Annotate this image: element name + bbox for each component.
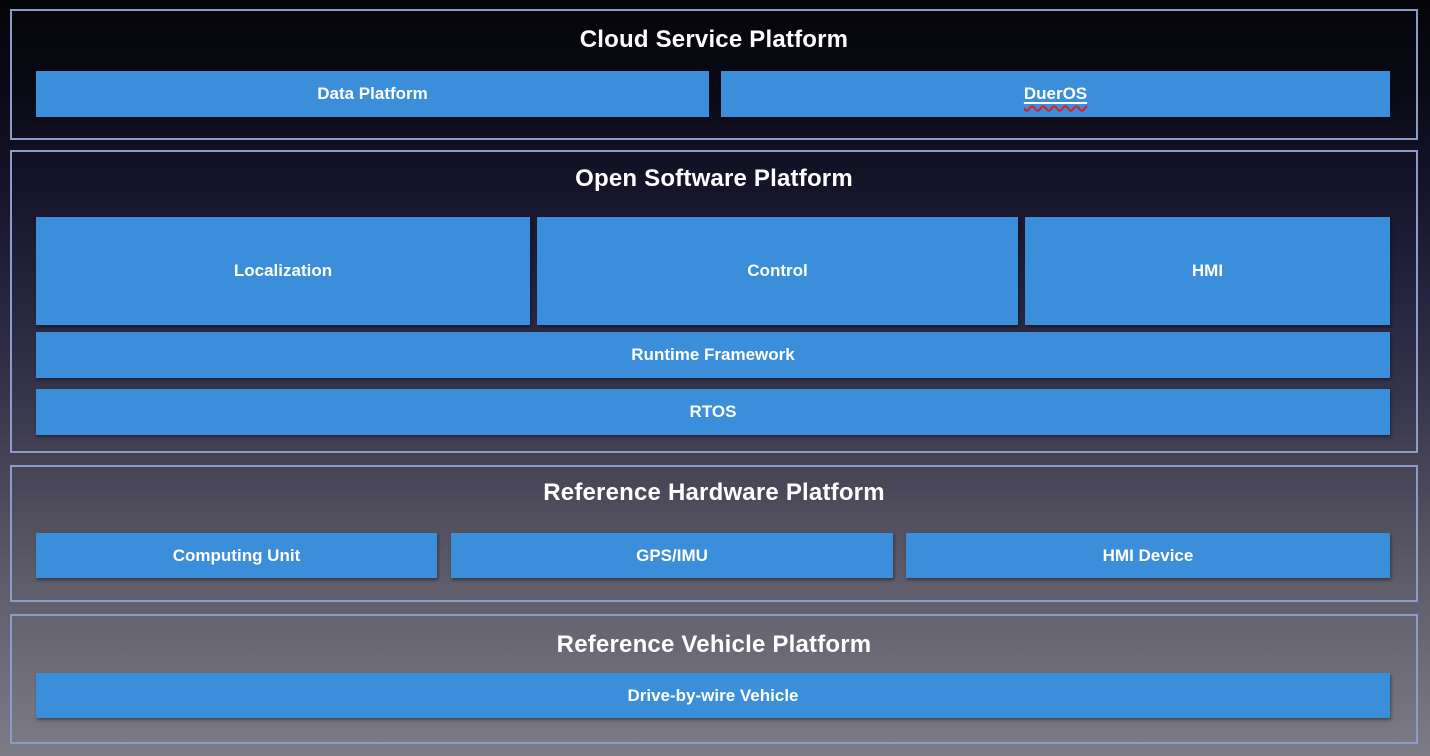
section-title-cloud-service-platform: Cloud Service Platform — [579, 26, 849, 53]
box-label-drive-by-wire-vehicle: Drive-by-wire Vehicle — [627, 685, 799, 705]
box-dueros: DuerOS — [721, 71, 1390, 117]
section-title-reference-hardware-platform: Reference Hardware Platform — [543, 479, 885, 506]
box-label-runtime-framework: Runtime Framework — [631, 345, 795, 364]
box-hmi-device: HMI Device — [906, 533, 1390, 578]
box-runtime-framework: Runtime Framework — [36, 332, 1390, 378]
box-label-rtos: RTOS — [689, 402, 737, 421]
box-label-gps-imu: GPS/IMU — [636, 545, 708, 565]
box-control: Control — [537, 217, 1018, 325]
section-title-open-software-platform: Open Software Platform — [575, 165, 853, 192]
box-rtos: RTOS — [36, 389, 1390, 435]
box-label-hmi: HMI — [1191, 261, 1224, 280]
box-hmi: HMI — [1025, 217, 1390, 325]
section-open-software-platform: Open Software Platform Localization Cont… — [10, 150, 1418, 453]
section-reference-vehicle-platform: Reference Vehicle Platform Drive-by-wire… — [10, 614, 1418, 744]
box-label-control: Control — [747, 261, 808, 280]
section-title-reference-vehicle-platform: Reference Vehicle Platform — [556, 631, 872, 658]
box-localization: Localization — [36, 217, 530, 325]
box-gps-imu: GPS/IMU — [451, 533, 893, 578]
box-label-localization: Localization — [233, 261, 333, 280]
box-label-computing-unit: Computing Unit — [172, 545, 301, 565]
box-label-hmi-device: HMI Device — [1102, 545, 1194, 565]
section-cloud-service-platform: Cloud Service Platform Data Platform Due… — [10, 9, 1418, 140]
box-drive-by-wire-vehicle: Drive-by-wire Vehicle — [36, 673, 1390, 718]
box-data-platform: Data Platform — [36, 71, 709, 117]
box-label-data-platform: Data Platform — [317, 84, 428, 103]
spellcheck-squiggle: DuerOS — [1024, 84, 1087, 104]
section-reference-hardware-platform: Reference Hardware Platform Computing Un… — [10, 465, 1418, 602]
box-label-dueros: DuerOS — [1023, 84, 1088, 103]
box-computing-unit: Computing Unit — [36, 533, 437, 578]
